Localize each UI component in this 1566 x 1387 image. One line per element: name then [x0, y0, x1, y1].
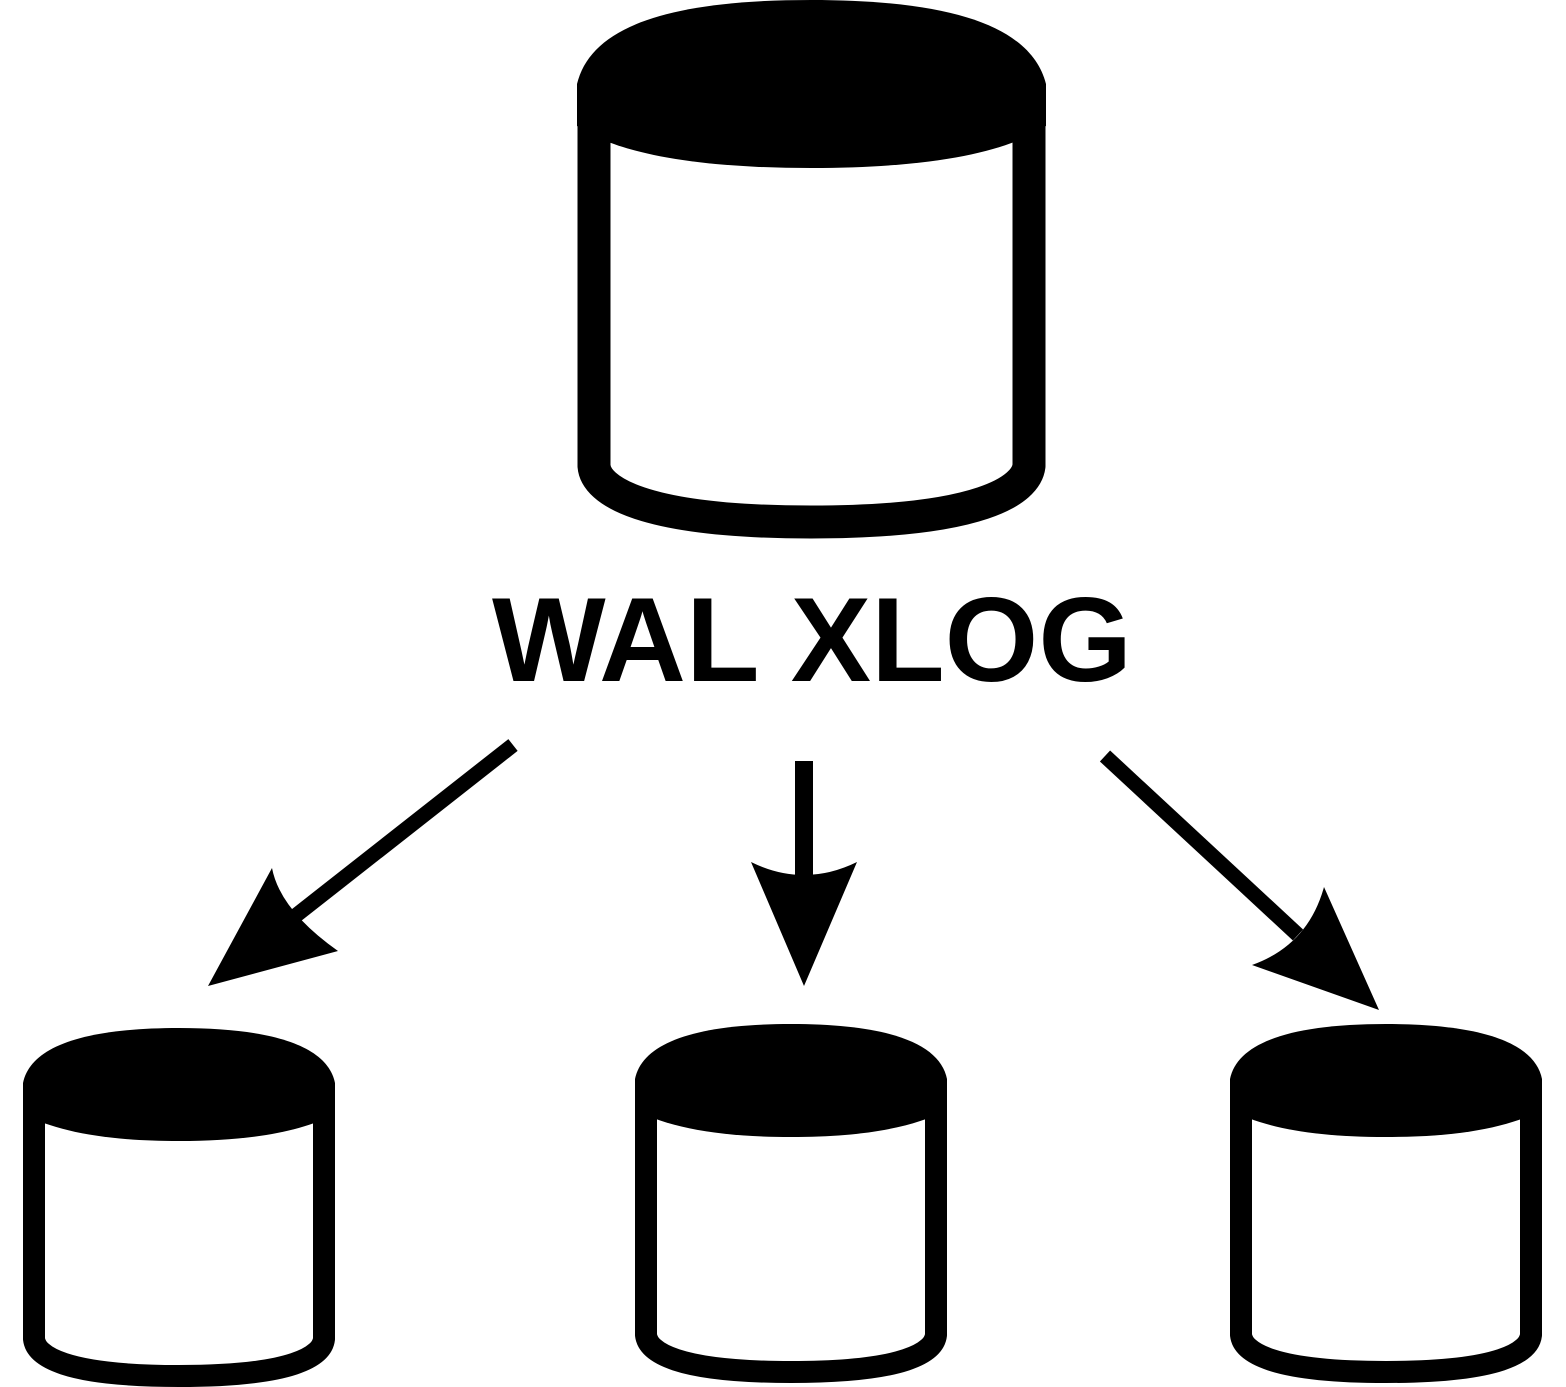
- primary-database: [577, 0, 1046, 539]
- database-cylinder-icon: [635, 1024, 947, 1383]
- arrow-icon: [1099, 750, 1379, 1010]
- database-cylinder-icon: [1230, 1024, 1542, 1383]
- arrow-to-center-replica: [751, 761, 857, 986]
- replica-database-left: [23, 1028, 335, 1387]
- arrow-to-left-replica: [208, 739, 518, 986]
- database-cylinder-icon: [23, 1028, 335, 1387]
- arrow-icon: [751, 761, 857, 986]
- database-cylinder-icon: [577, 0, 1046, 539]
- replica-database-right: [1230, 1024, 1542, 1383]
- arrow-icon: [208, 739, 518, 986]
- diagram-label: WAL XLOG: [492, 573, 1132, 707]
- arrow-to-right-replica: [1099, 750, 1379, 1010]
- replica-database-center: [635, 1024, 947, 1383]
